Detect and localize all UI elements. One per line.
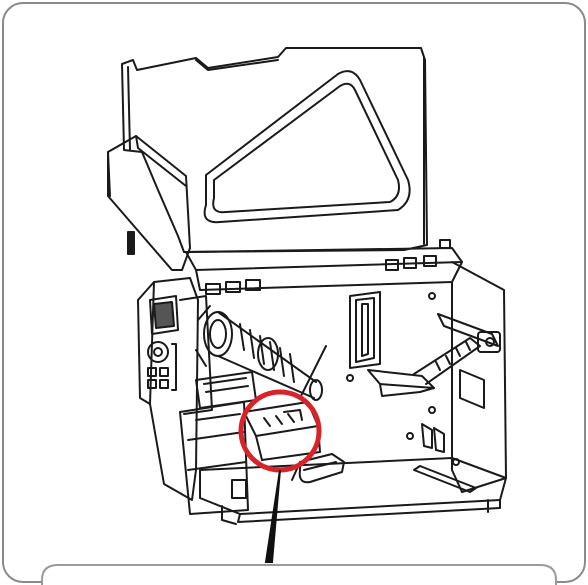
ribbon-spindles — [179, 295, 323, 415]
front-housing — [137, 277, 249, 515]
callout-box — [41, 564, 557, 585]
lcd-display — [149, 295, 179, 335]
cover-side-panel — [107, 135, 191, 271]
open-top-cover — [121, 47, 428, 253]
media-hanger — [346, 291, 501, 440]
callout-pointer — [264, 469, 281, 563]
rim-brackets — [205, 239, 451, 295]
printer-body — [185, 247, 507, 525]
keypad — [147, 341, 177, 391]
lower-latches — [421, 423, 460, 466]
